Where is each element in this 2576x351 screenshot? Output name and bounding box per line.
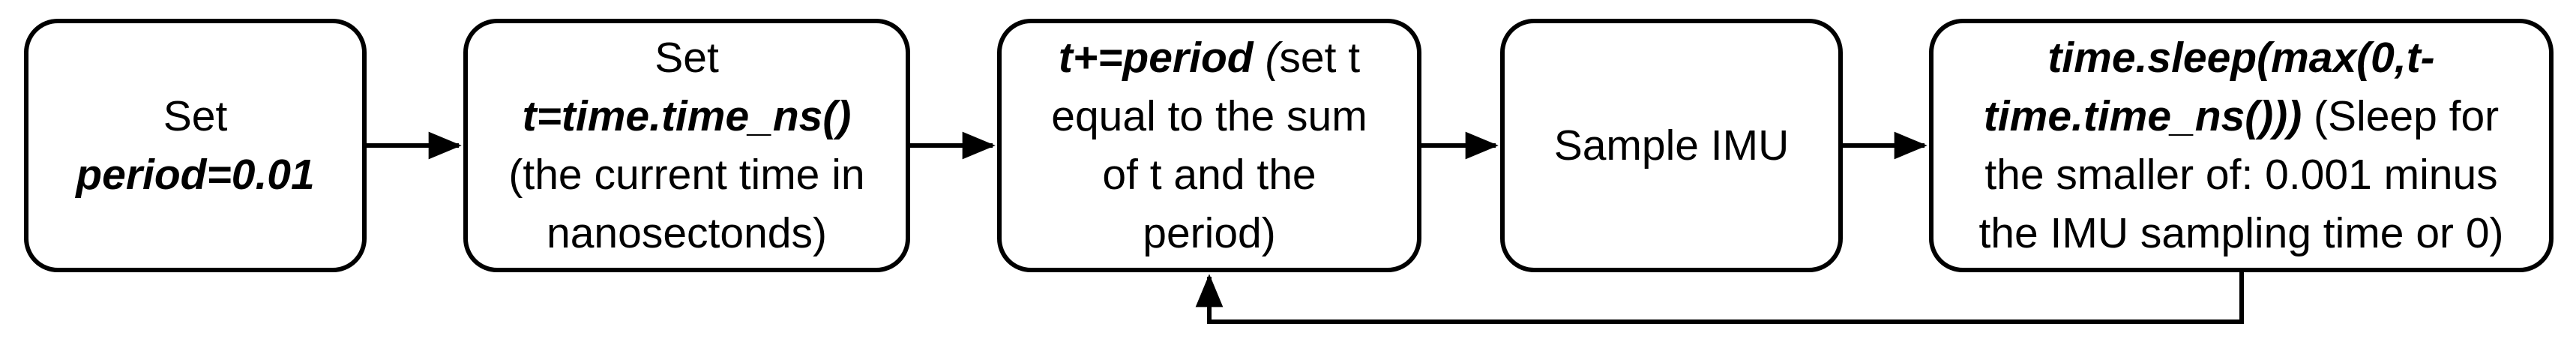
step-text-line: the IMU sampling time or 0) [1978, 204, 2503, 262]
step-text-line: time.sleep(max(0,t- [2047, 28, 2434, 87]
step-text-line: period=0.01 [76, 146, 314, 204]
code-text: period=0.01 [76, 151, 315, 199]
step-text-line: time.time_ns())) (Sleep for [1984, 87, 2499, 146]
code-text: time.sleep(max(0,t- [2047, 34, 2435, 82]
plain-text: the IMU sampling time or 0) [1978, 209, 2504, 257]
plain-text: set t [1279, 34, 1361, 82]
plain-text: of t and the [1102, 151, 1316, 199]
step-text-line: Set [654, 28, 719, 87]
flow-step-sample-imu: Sample IMU [1500, 19, 1843, 272]
step-text-line: Sample IMU [1554, 116, 1790, 175]
code-text: time.time_ns())) [1983, 92, 2302, 140]
plain-text: Sample IMU [1553, 122, 1790, 170]
step-text-line: the smaller of: 0.001 minus [1984, 146, 2497, 204]
step-text-line: equal to the sum [1051, 87, 1367, 146]
step-text-line: nanosectonds) [547, 204, 827, 262]
feedback-arrow-sleep-to-increment-time [1195, 272, 2244, 324]
paren-text: ( [1265, 34, 1280, 82]
plain-text: (Sleep for [2302, 92, 2500, 140]
step-text-line: of t and the [1102, 146, 1316, 204]
plain-text: nanosectonds) [547, 209, 827, 257]
flow-step-set-time: Set t=time.time_ns() (the current time i… [463, 19, 910, 272]
step-text-line: period) [1143, 204, 1275, 262]
plain-text: period) [1143, 209, 1276, 257]
step-text-line: Set [163, 87, 228, 146]
flow-step-set-period: Set period=0.01 [24, 19, 367, 272]
plain-text: the smaller of: 0.001 minus [1984, 151, 2498, 199]
code-text: t=time.time_ns() [522, 92, 852, 140]
plain-text: Set [163, 92, 228, 140]
step-text-line: t=time.time_ns() [523, 87, 852, 146]
plain-text: Set [654, 34, 719, 82]
code-text: t+=period [1058, 34, 1266, 82]
flow-step-sleep: time.sleep(max(0,t- time.time_ns())) (Sl… [1929, 19, 2554, 272]
step-text-line: (the current time in [508, 146, 864, 204]
flow-step-increment-time: t+=period (set t equal to the sum of t a… [997, 19, 1421, 272]
plain-text: equal to the sum [1051, 92, 1367, 140]
step-text-line: t+=period (set t [1059, 28, 1360, 87]
plain-text: (the current time in [508, 151, 865, 199]
